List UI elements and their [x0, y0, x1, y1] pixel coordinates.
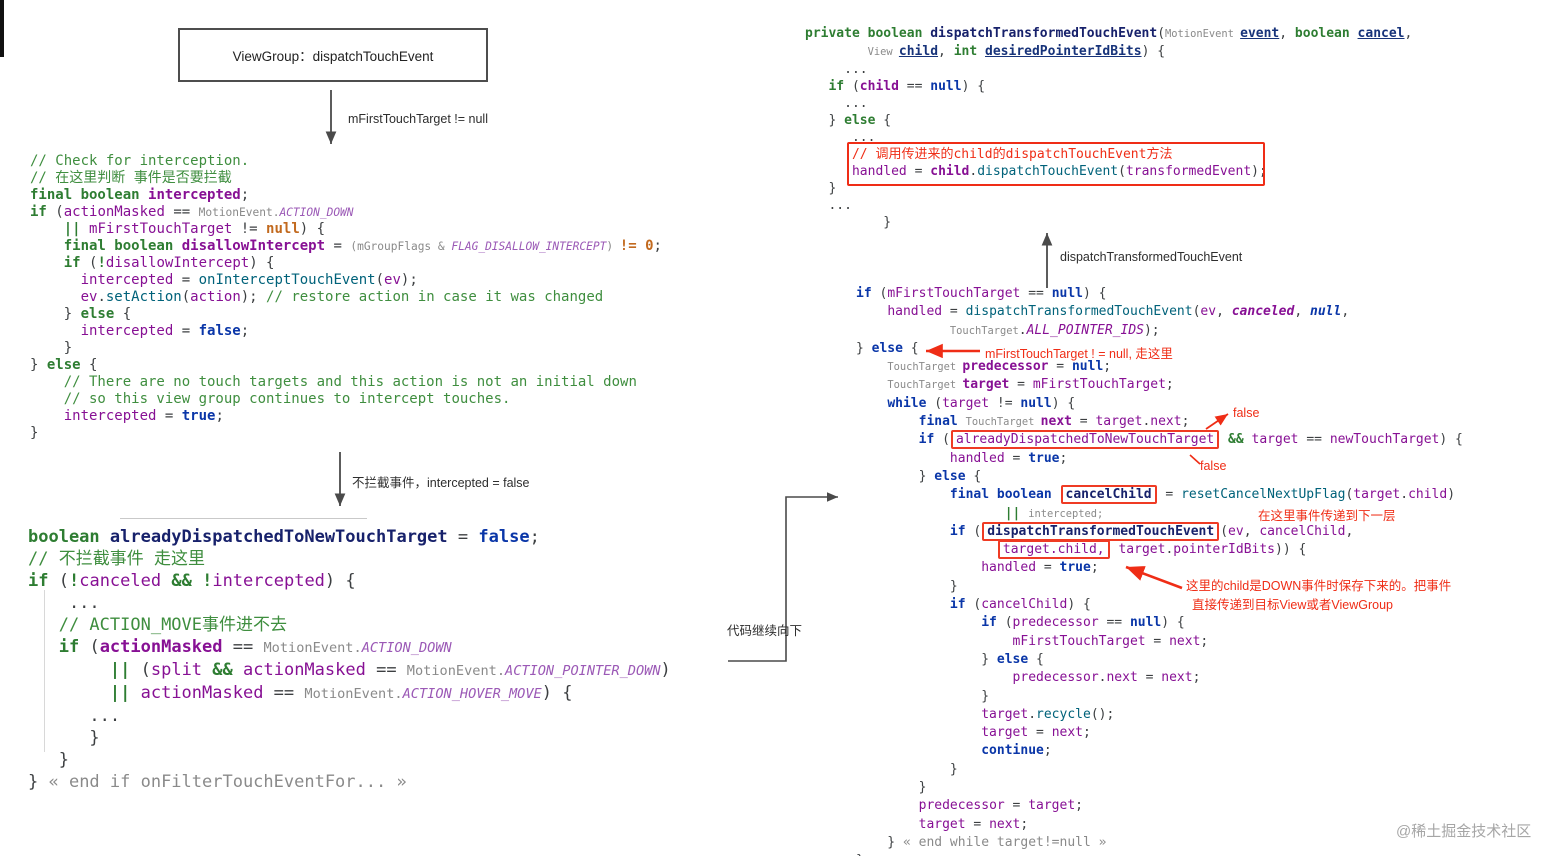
arrow-label-mfirsttouchtarget: mFirstTouchTarget != null: [348, 112, 488, 126]
indent-guide-line: [44, 590, 45, 752]
annotation-go-here: mFirstTouchTarget ! = null, 走这里: [985, 347, 1173, 361]
red-highlight-frame-dispatchtouchevent-call: [847, 142, 1265, 186]
code-block-dispatch-entry: boolean alreadyDispatchedToNewTouchTarge…: [28, 527, 671, 792]
annotation-child-note-line2: 直接传递到目标View或者ViewGroup: [1192, 598, 1393, 612]
flow-box-label: ViewGroup：dispatchTouchEvent: [232, 49, 434, 64]
annotation-false-2: false: [1200, 459, 1227, 473]
screenshot-seam-line: [120, 518, 367, 519]
flow-box-viewgroup-dispatchtouchevent: ViewGroup：dispatchTouchEvent: [178, 28, 488, 82]
annotation-false-1: false: [1233, 406, 1260, 420]
code-block-main-loop: if (mFirstTouchTarget == null) { handled…: [856, 286, 1463, 856]
arrow-label-not-intercepted: 不拦截事件，intercepted = false: [352, 476, 530, 490]
arrow-label-dispatch-transformed: dispatchTransformedTouchEvent: [1060, 250, 1243, 264]
watermark: @稀土掘金技术社区: [1396, 823, 1532, 840]
arrow-label-code-continues: 代码继续向下: [727, 624, 803, 638]
code-block-dispatch-transformed-method: private boolean dispatchTransformedTouch…: [805, 26, 1413, 230]
annotation-next-layer: 在这里事件传递到下一层: [1258, 509, 1396, 523]
corner-artifact-bar: [0, 0, 4, 57]
annotation-child-note-line1: 这里的child是DOWN事件时保存下来的。把事件: [1186, 579, 1452, 593]
code-block-interception: // Check for interception.// 在这里判断 事件是否要…: [30, 153, 662, 441]
